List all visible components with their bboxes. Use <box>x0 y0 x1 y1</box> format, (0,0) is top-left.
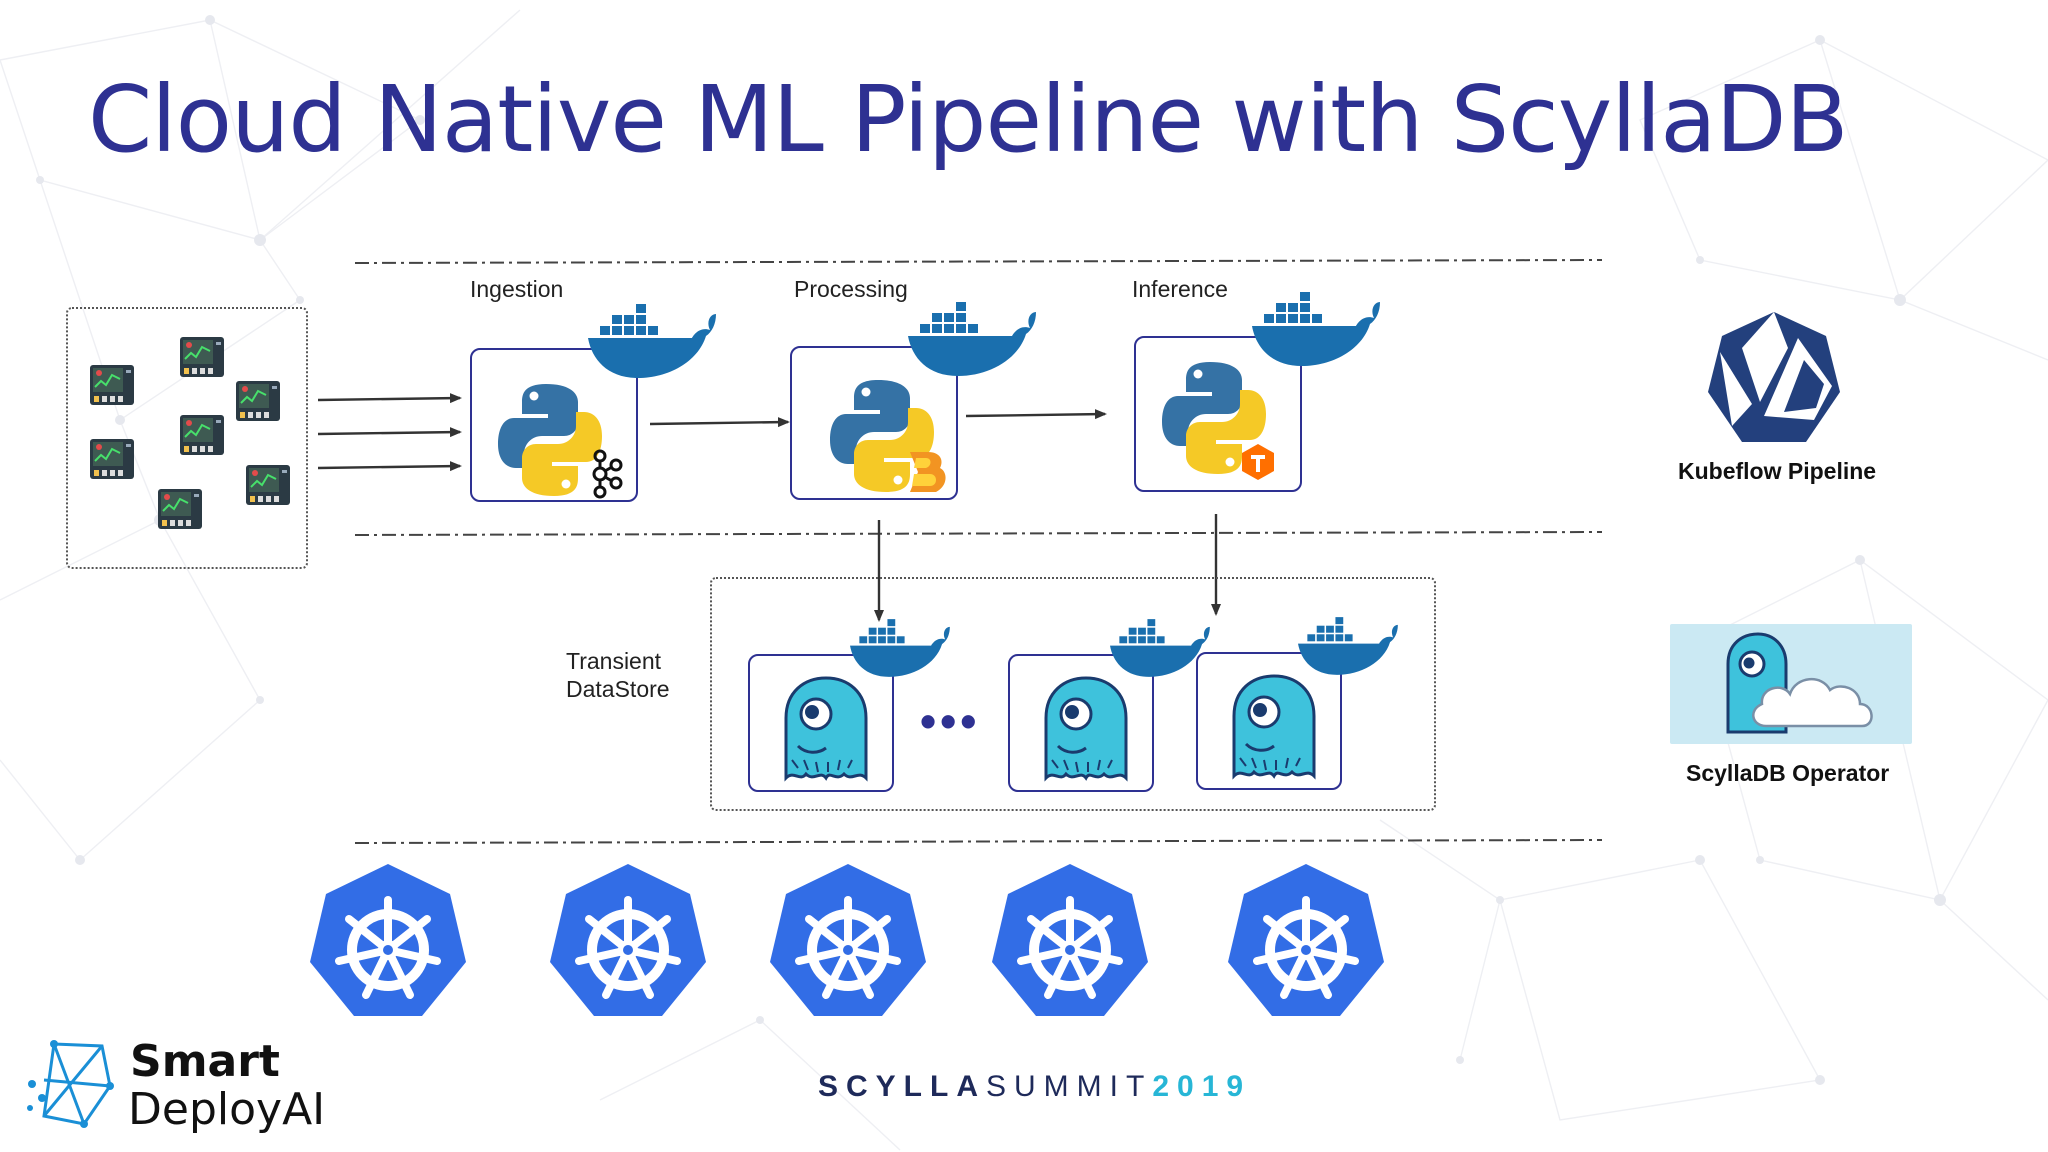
separator-bottom <box>354 839 1603 844</box>
processing-icons <box>830 380 946 492</box>
docker-whale-icon <box>588 304 716 378</box>
datastore-group <box>710 577 1436 811</box>
kubernetes-helm-icon <box>990 864 1154 1024</box>
scylla-node-3 <box>1196 652 1342 790</box>
docker-whale-icon <box>1298 617 1398 675</box>
scylla-node-2 <box>1008 654 1154 792</box>
kubernetes-helm-icon <box>548 864 712 1024</box>
kubernetes-helm-icon <box>1226 864 1390 1024</box>
event-wordmark-part1: SCYLLA <box>818 1070 986 1103</box>
ingestion-box <box>470 348 638 502</box>
kubeflow-label: Kubeflow Pipeline <box>1678 458 1877 484</box>
edge-devices-group <box>66 307 308 569</box>
kafka-icon <box>592 449 623 499</box>
arrow-devices-to-ingestion-2 <box>317 427 462 438</box>
scylla-operator-logo <box>1670 624 1912 744</box>
kubernetes-helm-icon <box>768 864 932 1024</box>
inference-icons <box>1162 362 1274 480</box>
bigdl-icon <box>910 452 946 492</box>
slide-title: Cloud Native ML Pipeline with ScyllaDB <box>88 66 1849 173</box>
stage-label-processing: Processing <box>794 276 908 302</box>
datastore-label: Transient DataStore <box>566 648 670 702</box>
docker-whale-icon <box>850 619 950 677</box>
brand-name-line2: DeployAI <box>128 1084 326 1135</box>
event-wordmark-part2: SUMMIT <box>986 1070 1153 1103</box>
kubeflow-icon <box>1708 312 1840 442</box>
arrow-processing-to-inference <box>965 409 1107 420</box>
arrow-devices-to-ingestion-1 <box>317 393 462 404</box>
docker-whale-icon <box>1252 292 1380 366</box>
smartdeployai-logo-icon <box>27 1040 114 1128</box>
scylla-node-1 <box>748 654 894 792</box>
processing-box <box>790 346 958 500</box>
more-nodes-ellipsis: ••• <box>920 695 981 747</box>
inference-box <box>1134 336 1302 492</box>
event-wordmark-part3: 2019 <box>1152 1070 1252 1103</box>
stage-label-inference: Inference <box>1132 276 1228 302</box>
scylla-operator-icon <box>1726 632 1873 734</box>
separator-middle <box>354 531 1603 536</box>
ingestion-icons <box>498 384 623 499</box>
brand-name-line1: Smart <box>130 1036 280 1087</box>
tensorflow-icon <box>1242 444 1274 480</box>
separator-top <box>354 259 1603 264</box>
arrow-devices-to-ingestion-3 <box>317 461 462 472</box>
docker-whale-icon <box>908 302 1036 376</box>
event-wordmark: SCYLLASUMMIT2019 <box>818 1070 1251 1104</box>
scylla-operator-label: ScyllaDB Operator <box>1686 760 1890 786</box>
python-icon <box>498 384 602 496</box>
stage-label-ingestion: Ingestion <box>470 276 564 302</box>
kubernetes-helm-icon <box>308 864 472 1024</box>
arrow-ingestion-to-processing <box>649 417 790 428</box>
